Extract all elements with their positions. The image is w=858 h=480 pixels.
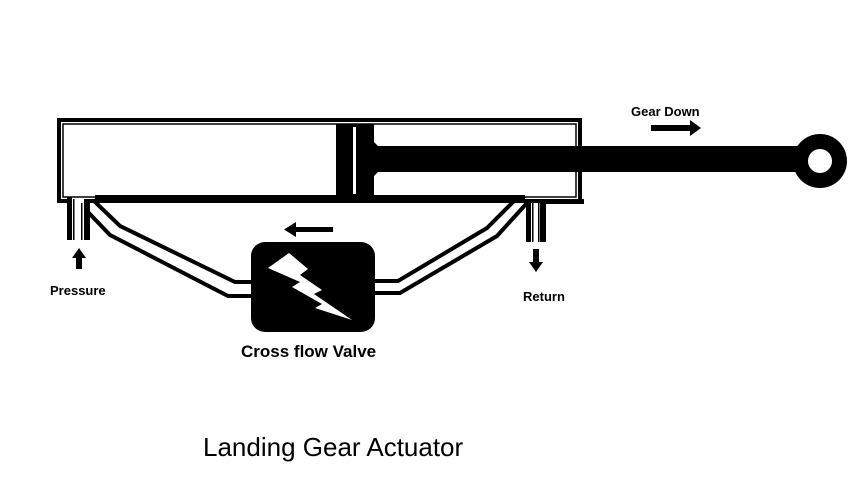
cross-flow-valve: [251, 242, 375, 332]
diagram-title: Landing Gear Actuator: [203, 432, 464, 462]
flow-arrow-left-icon: [284, 222, 333, 237]
pressure-label: Pressure: [50, 283, 106, 298]
gear-down-label: Gear Down: [631, 104, 700, 119]
piston: [336, 124, 374, 197]
cylinder-body: [57, 118, 584, 242]
gear-down-arrow-icon: [651, 120, 701, 136]
return-pipe: [374, 198, 529, 295]
rod-eye-hole: [808, 149, 832, 173]
valve-label: Cross flow Valve: [241, 342, 377, 361]
pressure-pipe: [84, 198, 252, 298]
return-arrow-down-icon: [529, 249, 543, 272]
piston-rod: [372, 134, 847, 188]
lightning-icon: [268, 253, 352, 320]
pressure-arrow-up-icon: [72, 248, 86, 269]
return-label: Return: [523, 289, 565, 304]
